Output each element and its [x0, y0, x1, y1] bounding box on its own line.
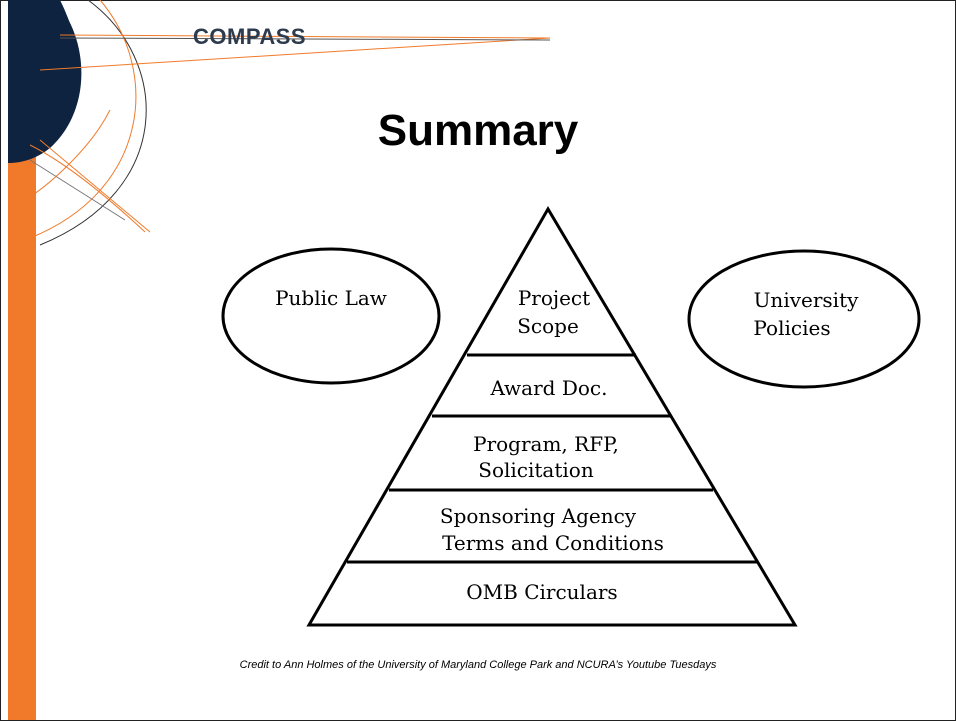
orange-side-bar [8, 140, 36, 720]
pyramid-outline [306, 206, 798, 627]
brand-logo-text: COMPASS [193, 24, 307, 49]
public-law-oval [221, 247, 441, 385]
public-law-label: Public Law [275, 286, 387, 310]
level-program-line1: Program, RFP, [473, 432, 619, 456]
university-policies-label-line2: Policies [753, 316, 830, 340]
level-sponsoring-line1: Sponsoring Agency [440, 504, 637, 528]
level-project-scope-line2: Scope [517, 314, 579, 338]
level-project-scope-line1: Project [518, 286, 590, 310]
university-policies-label-line1: University [754, 288, 860, 312]
level-award-doc: Award Doc. [490, 376, 608, 400]
university-policies-oval [687, 249, 921, 389]
credit-line: Credit to Ann Holmes of the University o… [239, 659, 717, 671]
level-program-line2: Solicitation [478, 458, 594, 482]
compass-logo-graphic [8, 0, 551, 720]
level-sponsoring-line2: Terms and Conditions [442, 531, 664, 555]
level-omb-circulars: OMB Circulars [466, 580, 617, 604]
slide-title: Summary [377, 106, 579, 155]
